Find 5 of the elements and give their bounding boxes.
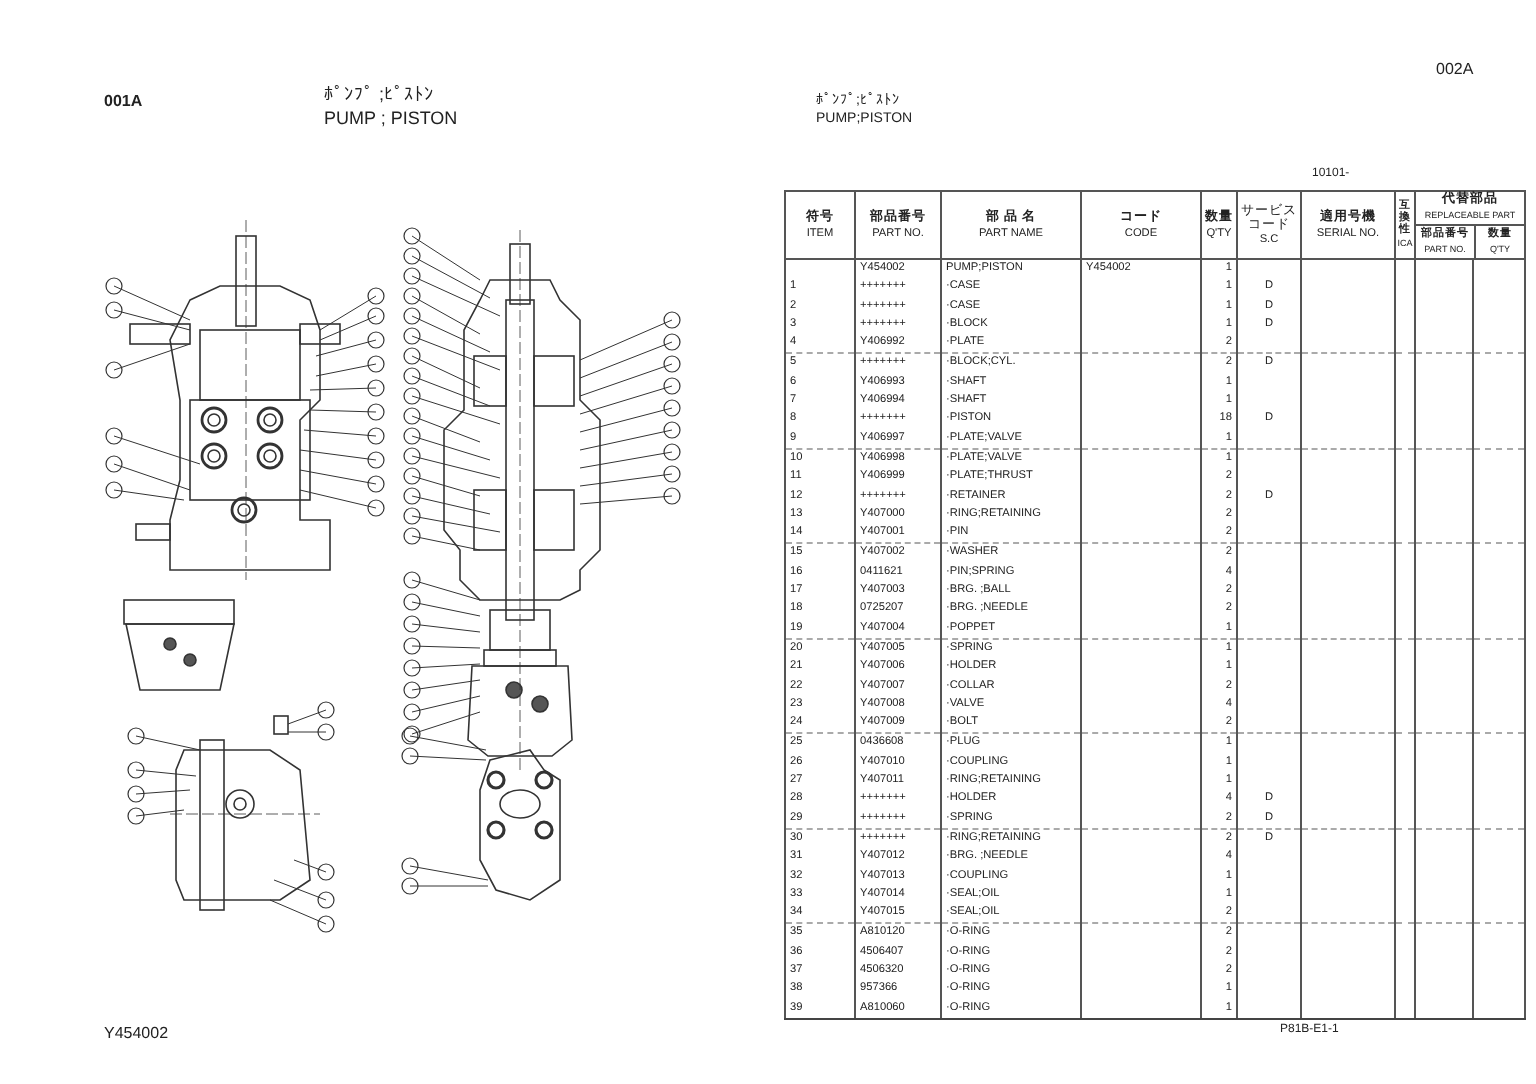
page-code: 002A (1436, 60, 1474, 78)
title: PUMP ; PISTON (324, 108, 458, 128)
japanese-title: ﾎﾟﾝﾌﾟ ;ﾋﾟｽﾄﾝ (324, 84, 435, 104)
drawing-number: Y454002 (104, 1024, 169, 1042)
page-code: 001A (104, 92, 143, 110)
